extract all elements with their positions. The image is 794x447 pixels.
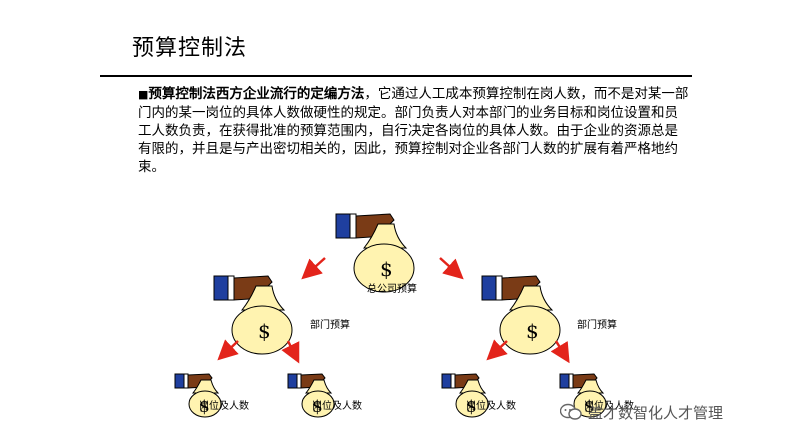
arrow-right-left: [486, 339, 508, 361]
paragraph-lead: 预算控制法西方企业流行的定编方法: [148, 86, 365, 102]
title-divider: [100, 75, 692, 77]
arrow-left-left: [217, 339, 239, 361]
position-label-2: 岗位及人数: [312, 401, 362, 412]
company-budget-bag: $: [335, 213, 415, 293]
arrow-top-right: [439, 257, 464, 280]
dollar-sign: $: [199, 397, 210, 417]
dept-budget-bag-right: $: [481, 275, 561, 355]
company-budget-label: 总公司预算: [367, 284, 417, 295]
slide-title: 预算控制法: [132, 36, 248, 61]
dollar-sign: $: [380, 257, 393, 281]
position-label-1: 岗位及人数: [199, 401, 249, 412]
position-label-4: 岗位及人数: [584, 401, 634, 412]
dept-budget-label-right: 部门预算: [577, 320, 617, 331]
wechat-icon: [559, 403, 582, 421]
flow-arrows: [217, 257, 570, 364]
dollar-sign: $: [312, 397, 323, 417]
position-label-3: 岗位及人数: [466, 401, 516, 412]
bullet-marker: ■: [138, 88, 149, 101]
description-paragraph: ■预算控制法西方企业流行的定编方法，它通过人工成本预算控制在岗人数，而不是对某一…: [138, 85, 690, 176]
watermark: 盖才数智化人才管理: [559, 400, 724, 424]
dept-budget-bag-left: $: [213, 275, 293, 355]
dollar-sign: $: [258, 319, 271, 343]
position-bag-4: $: [559, 373, 607, 418]
dollar-sign: $: [584, 397, 595, 417]
dollar-sign: $: [526, 319, 539, 343]
arrow-top-left: [301, 257, 326, 280]
position-bag-2: $: [287, 373, 335, 418]
position-bag-3: $: [441, 373, 489, 418]
arrow-left-right: [281, 340, 300, 364]
dollar-sign: $: [466, 397, 477, 417]
arrow-right-right: [550, 340, 570, 364]
dept-budget-label-left: 部门预算: [310, 320, 350, 331]
watermark-text: 盖才数智化人才管理: [588, 403, 724, 422]
paragraph-body: ，它通过人工成本预算控制在岗人数，而不是对某一部门内的某一岗位的具体人数做硬性的…: [138, 86, 689, 175]
position-bag-1: $: [174, 373, 222, 418]
